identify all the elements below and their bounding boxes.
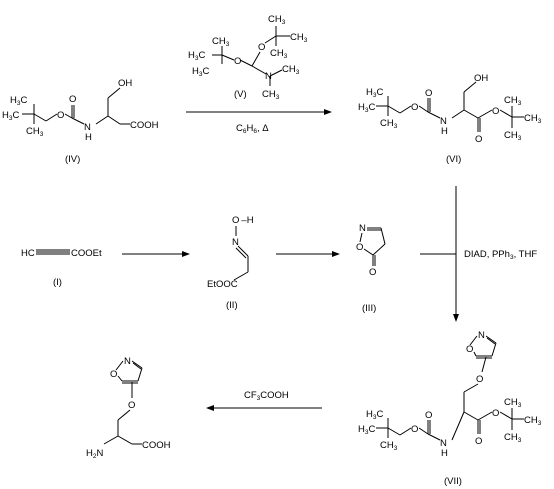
vi-ester-o: O — [411, 102, 418, 113]
compound-vi-structure: H3C H3C CH3 O O N H OH O O CH3 CH3 CH3 — [358, 73, 542, 145]
label-iii: (III) — [362, 303, 376, 314]
final-ring-o: O — [110, 369, 117, 380]
vi-carbonyl-o: O — [425, 88, 432, 99]
vii-h3c-left: H3C — [358, 424, 376, 436]
v-n: N — [265, 71, 272, 82]
iii-n: N — [359, 223, 366, 234]
v-h3c-bottom: H3C — [192, 66, 210, 78]
arrow-step-3 — [206, 405, 322, 411]
v-o-top: O — [258, 42, 265, 53]
iv-ester-o: O — [57, 110, 64, 121]
iii-carbonyl-o: O — [369, 267, 376, 278]
v-h3c-left: H3C — [188, 50, 206, 62]
v-ch3-up: CH3 — [268, 14, 286, 26]
label-vi: (VI) — [446, 154, 461, 165]
vii-ch3-bottom: CH3 — [380, 440, 398, 452]
iv-nh: N — [84, 122, 91, 133]
vii-ring-n: N — [478, 330, 485, 341]
compound-iii-structure: N O O — [356, 223, 386, 278]
final-h2n: H2N — [86, 448, 104, 460]
ii-oh: O–H — [232, 215, 254, 226]
arrow-step-1 — [186, 109, 332, 115]
vii-nh-h: H — [441, 448, 448, 459]
vi-nh: N — [440, 116, 447, 127]
v-o-left: O — [234, 56, 241, 67]
iv-cooh: COOH — [130, 120, 159, 131]
ii-n: N — [232, 237, 239, 248]
iv-methyl-top-h: H3C — [10, 95, 28, 107]
v-nme2: CH3 — [282, 64, 300, 76]
vii-h3c-top: H3C — [366, 409, 384, 421]
arrow-step-2 — [420, 186, 459, 322]
condition-step-2: DIAD, PPh3, THF — [464, 249, 537, 261]
condition-step-3: CF3COOH — [244, 390, 289, 402]
vii-ether-o: O — [476, 374, 483, 385]
v-ch3-right: CH3 — [290, 32, 308, 44]
ii-etooc: EtOOC — [207, 279, 238, 290]
compound-final-structure: O N O H2N COOH — [86, 356, 171, 460]
i-cooet: COOEt — [71, 248, 102, 259]
i-hc: HC — [21, 248, 35, 259]
vi-ch3-bottom: CH3 — [380, 118, 398, 130]
final-cooh: COOH — [142, 440, 171, 451]
compound-ii-structure: O–H N EtOOC — [207, 215, 254, 290]
vi-ester-carbonyl-o: O — [475, 134, 482, 145]
label-vii: (VII) — [444, 476, 462, 487]
final-ring-n: N — [124, 356, 131, 367]
vi-h3c-top: H3C — [366, 87, 384, 99]
compound-v-structure: CH3 H3C H3C O O CH3 CH3 CH3 N CH3 CH3 — [188, 14, 308, 101]
vii-nh: N — [440, 438, 447, 449]
label-i: (I) — [53, 277, 62, 288]
compound-vii-structure: O N O H3C H3C CH3 O O N — [358, 330, 542, 459]
v-ch3-down: CH3 — [270, 48, 288, 60]
iv-carbonyl-o: O — [69, 94, 76, 105]
vi-ch3-bottom-right: CH3 — [504, 130, 522, 142]
compound-i-structure: HC COOEt — [21, 248, 102, 259]
label-iv: (IV) — [65, 154, 80, 165]
arrow-i-to-ii — [122, 251, 190, 257]
iv-methyl-left: H3C — [2, 110, 20, 122]
vii-ring-o: O — [466, 344, 473, 355]
vi-oh: OH — [474, 73, 488, 84]
iv-methyl-bottom: CH3 — [26, 126, 44, 138]
label-v: (V) — [234, 89, 247, 100]
vi-h3c-left: H3C — [358, 102, 376, 114]
compound-iv-structure: H3C H3C CH3 O O N H OH COOH — [2, 78, 159, 143]
vii-ch3-top-right: CH3 — [504, 397, 522, 409]
vii-ch3-bottom-right: CH3 — [504, 432, 522, 444]
final-ether-o: O — [128, 400, 135, 411]
label-ii: (II) — [226, 300, 238, 311]
vii-carbonyl-o: O — [425, 410, 432, 421]
vi-ch3-right: CH3 — [524, 113, 542, 125]
vi-ester-o2: O — [492, 106, 499, 117]
condition-step-1: C6H6, Δ — [236, 123, 269, 135]
iv-nh-h: H — [85, 132, 92, 143]
v-nme: CH3 — [262, 89, 280, 101]
vii-ester-o: O — [411, 424, 418, 435]
iv-oh: OH — [118, 78, 132, 89]
vi-ch3-top-right: CH3 — [504, 95, 522, 107]
vii-ester-o2: O — [492, 408, 499, 419]
v-ch3-top: CH3 — [212, 36, 230, 48]
arrow-ii-to-iii — [276, 251, 340, 257]
vii-ch3-right: CH3 — [524, 415, 542, 427]
iii-o: O — [356, 242, 363, 253]
vi-nh-h: H — [441, 126, 448, 137]
vii-ester-carbonyl-o: O — [475, 436, 482, 447]
